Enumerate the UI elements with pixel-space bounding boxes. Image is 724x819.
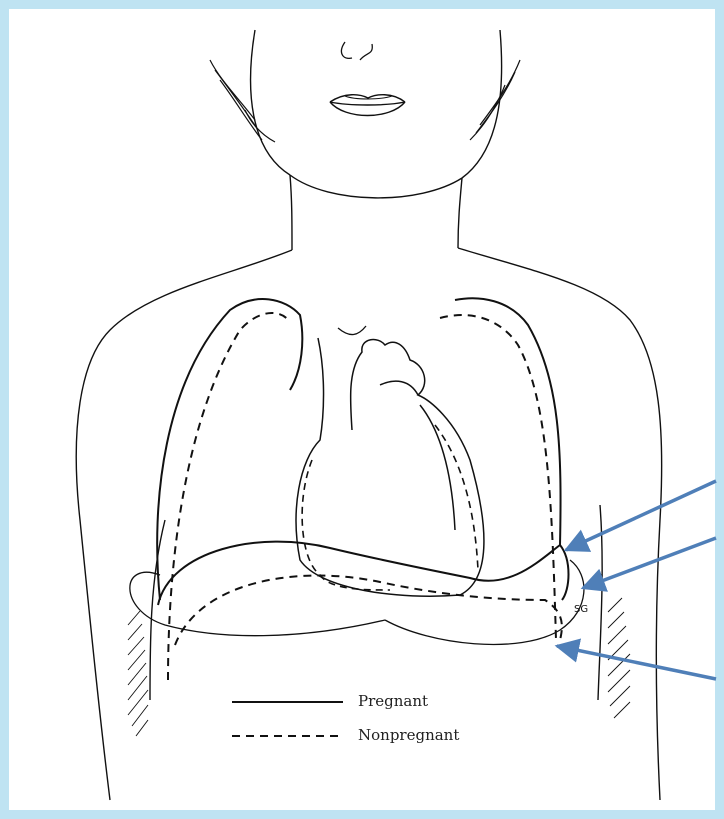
heart-dashed: [302, 425, 478, 590]
arrow-pregnant-diaphragm: [583, 538, 716, 588]
arrow-nonpregnant-diaphragm: [557, 646, 716, 679]
left-lung-pregnant: [455, 298, 561, 545]
lips: [330, 95, 405, 116]
right-lung-pregnant: [157, 299, 302, 600]
legend-nonpregnant-label: Nonpregnant: [358, 726, 459, 744]
right-lung-nonpregnant: [168, 313, 290, 680]
left-lung-nonpregnant: [440, 315, 556, 640]
arrow-lung-edge: [566, 481, 716, 550]
breast-outline: [130, 560, 584, 644]
legend-pregnant-label: Pregnant: [358, 692, 428, 710]
hair-tufts: [210, 60, 520, 142]
sternal-notch: [338, 326, 366, 335]
annotation-arrows: [557, 481, 716, 679]
artist-initials: SG: [574, 604, 588, 615]
diaphragm-pregnant: [158, 542, 569, 605]
head-outline: [251, 30, 502, 250]
nose: [341, 42, 372, 60]
torso-outline: [76, 248, 661, 800]
legend: Pregnant Nonpregnant: [232, 692, 459, 744]
heart: [296, 338, 484, 596]
